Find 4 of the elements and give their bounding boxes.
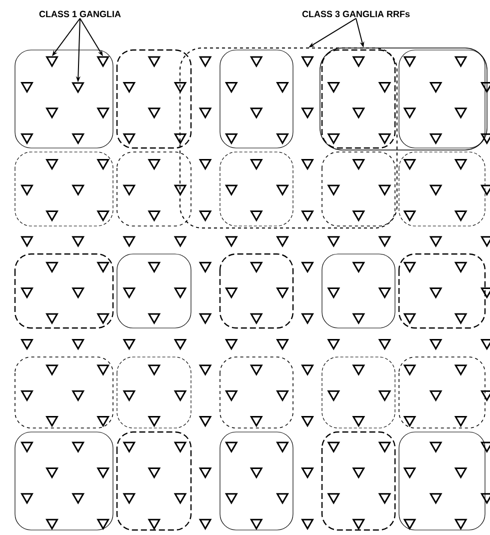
ganglia-label: CLASS 1 GANGLIA <box>39 10 121 18</box>
receptive-field-outline <box>180 48 398 228</box>
receptive-field-outline <box>320 48 488 150</box>
ganglia-label: CLASS 3 GANGLIA RRFs <box>302 10 410 18</box>
